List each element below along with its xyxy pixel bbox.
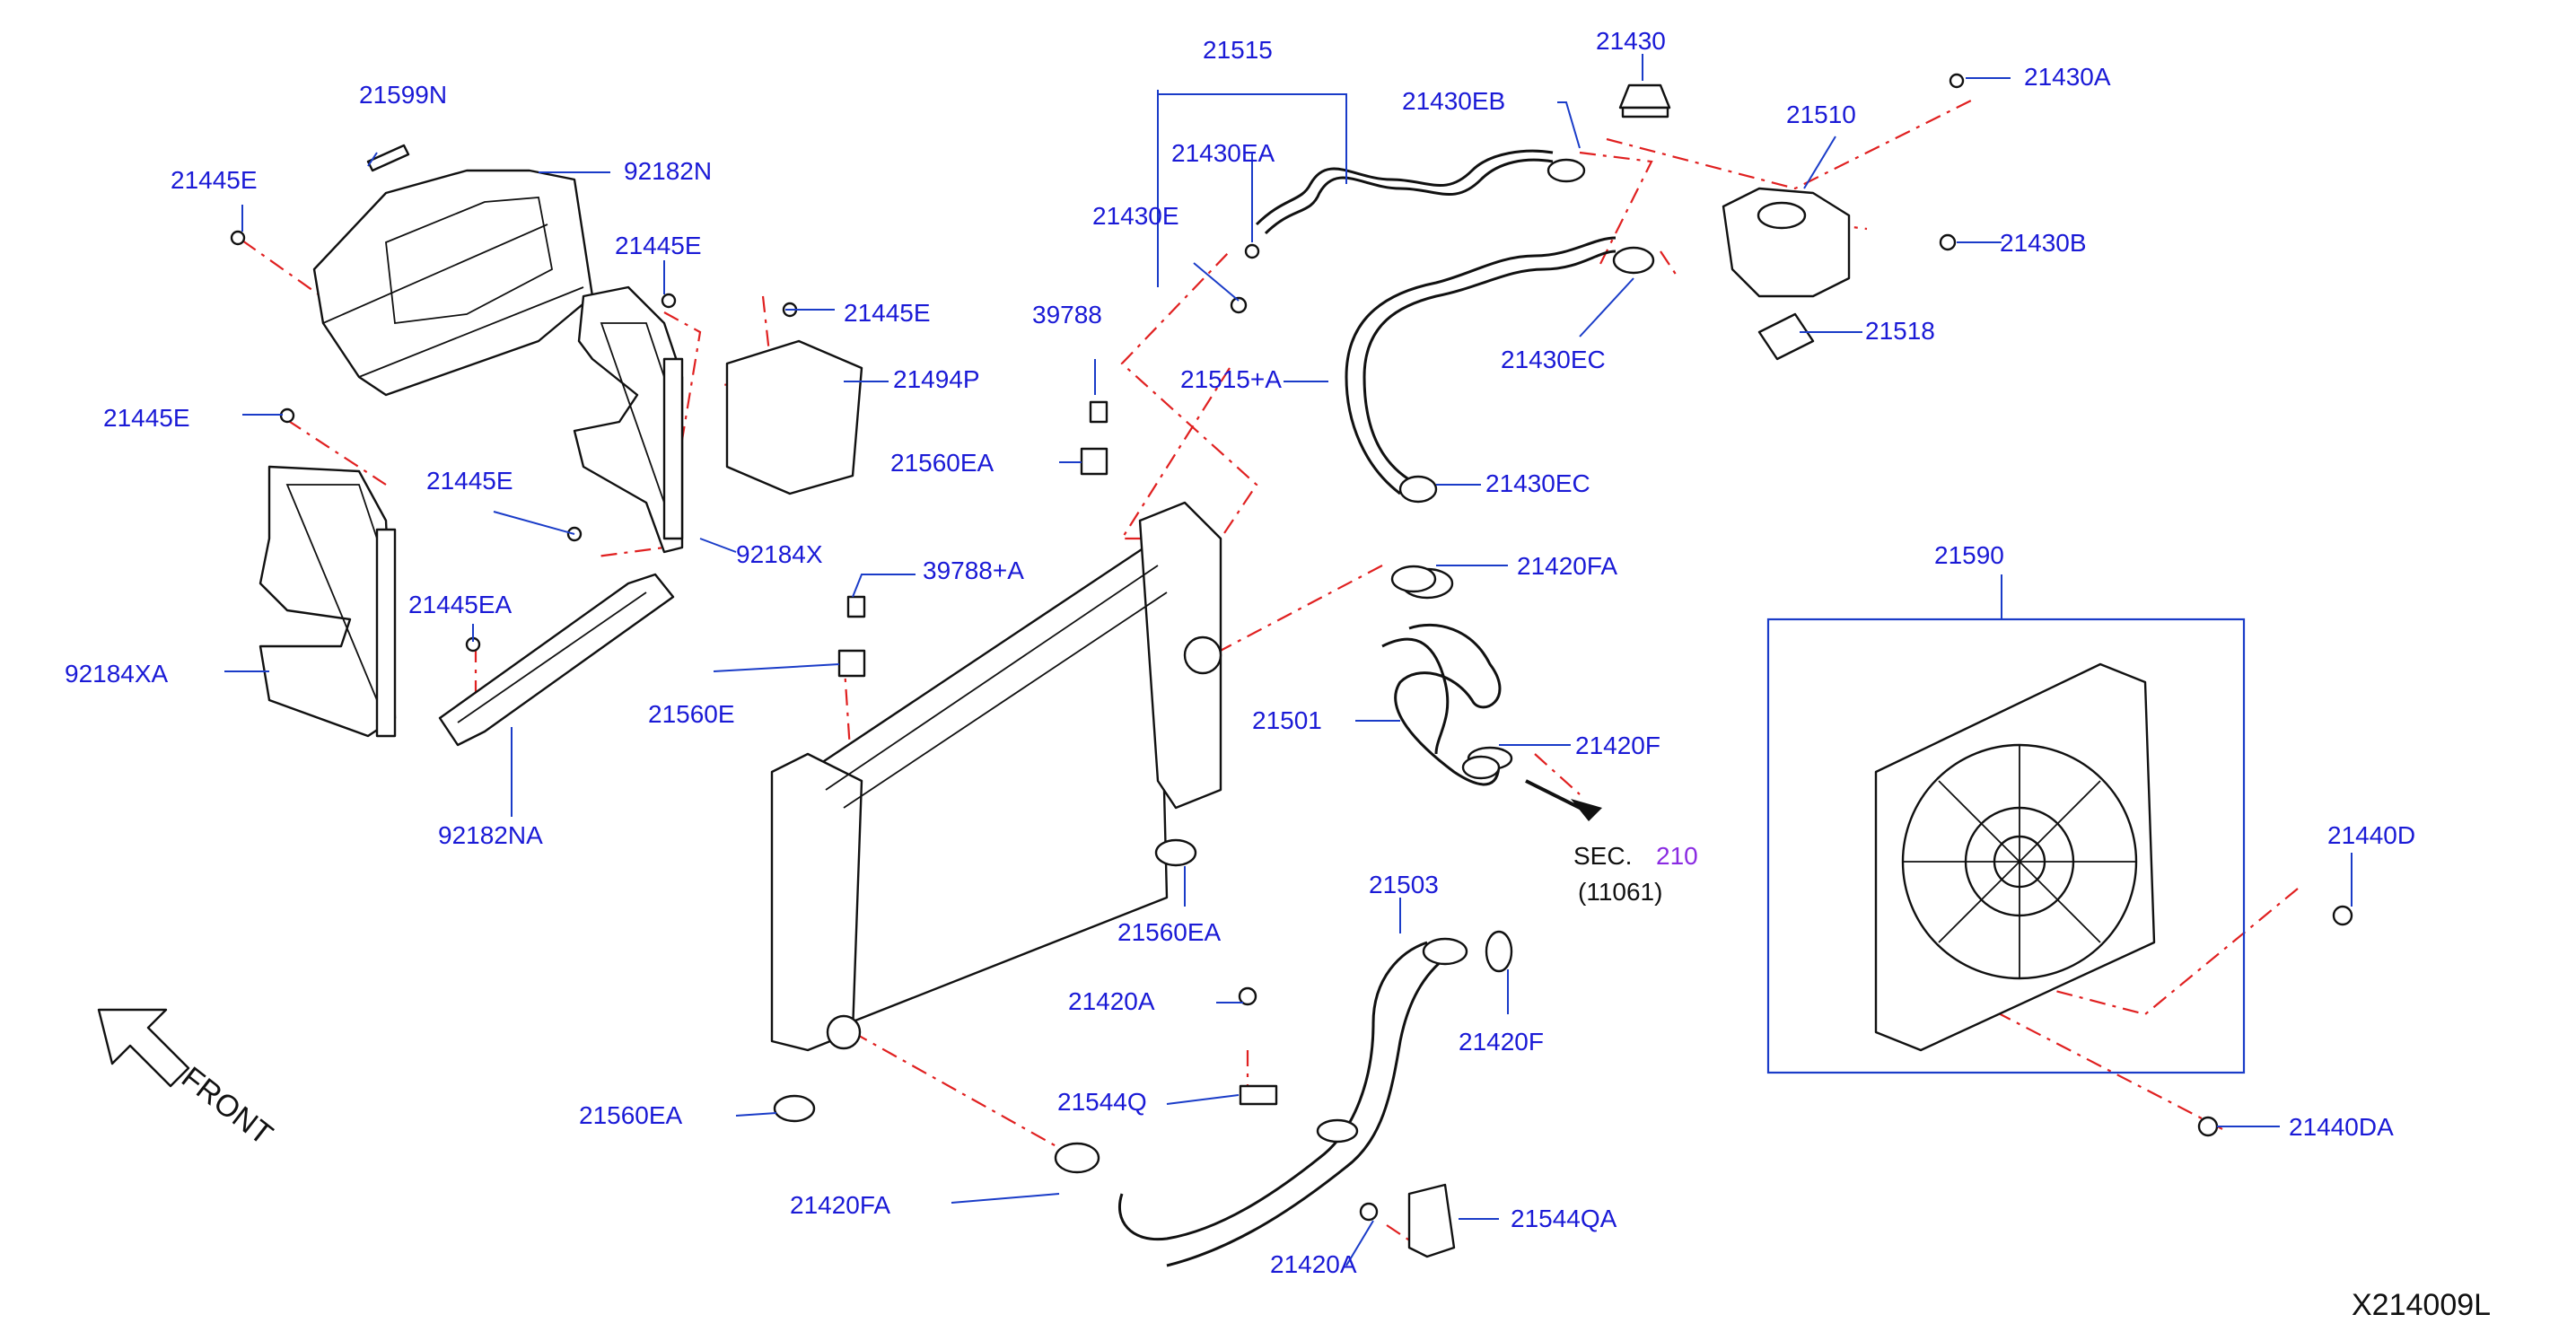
label-21440da: 21440DA (2289, 1113, 2394, 1141)
label-21430ec-a: 21430EC (1501, 346, 1606, 373)
label-21430: 21430 (1596, 27, 1666, 55)
label-21544q: 21544Q (1057, 1088, 1147, 1116)
label-21420fa-b: 21420FA (790, 1191, 890, 1219)
label-21445e-a: 21445E (171, 166, 258, 194)
label-21560ea-b: 21560EA (1117, 918, 1222, 946)
label-21445e-e: 21445E (426, 467, 513, 495)
reservoir-cap-21430 (1618, 83, 1671, 118)
reservoir-hose-21515 (1255, 149, 1586, 235)
label-21440d: 21440D (2327, 821, 2415, 849)
label-21590: 21590 (1934, 541, 2004, 569)
label-21445e-c: 21445E (844, 299, 931, 327)
label-21494p: 21494P (893, 365, 980, 393)
label-39788a: 39788+A (923, 556, 1024, 584)
label-21503: 21503 (1369, 871, 1439, 898)
label-sec-num: 210 (1656, 842, 1698, 870)
label-21445e-b: 21445E (615, 232, 702, 259)
air-guide-side-92184x (573, 285, 684, 554)
label-21515a: 21515+A (1180, 365, 1282, 393)
label-front: FRONT (175, 1060, 279, 1152)
label-92182n: 92182N (624, 157, 712, 185)
front-arrow-icon (97, 1008, 190, 1088)
lower-bracket-92182na (438, 573, 675, 747)
label-21518: 21518 (1865, 317, 1935, 345)
label-21420f-a: 21420F (1575, 732, 1660, 759)
fasteners (230, 73, 2353, 1258)
label-21420a-a: 21420A (1068, 987, 1155, 1015)
label-21445e-d: 21445E (103, 404, 190, 432)
label-39788: 39788 (1032, 301, 1102, 329)
label-21445ea: 21445EA (408, 591, 513, 618)
label-sec-sub: (11061) (1578, 878, 1662, 906)
label-92184x: 92184X (736, 540, 823, 568)
label-21420a-b: 21420A (1270, 1250, 1357, 1278)
seal-21494p (725, 339, 863, 495)
label-21430a: 21430A (2024, 63, 2111, 91)
label-21430ec-b: 21430EC (1485, 469, 1590, 497)
label-21560ea-c: 21560EA (579, 1101, 683, 1129)
label-21430b: 21430B (2000, 229, 2087, 257)
lower-hose-21503 (1117, 937, 1468, 1267)
fan-assembly-21590 (1766, 618, 2246, 1074)
radiator-core (770, 501, 1222, 1052)
label-sec: SEC. (1573, 842, 1632, 870)
leader-lines (224, 54, 2353, 1266)
upper-hose-21501 (1381, 567, 1513, 786)
label-21420f-b: 21420F (1459, 1028, 1544, 1056)
air-guide-side-92184xa (258, 465, 397, 738)
reservoir-hose-21515a (1345, 236, 1655, 504)
label-92184xa: 92184XA (65, 660, 169, 688)
label-21430e: 21430E (1092, 202, 1179, 230)
label-21510: 21510 (1786, 101, 1856, 128)
label-21515: 21515 (1203, 36, 1273, 64)
label-21420fa-a: 21420FA (1517, 552, 1617, 580)
label-21430eb: 21430EB (1402, 87, 1505, 115)
sec-arrow-icon (1525, 779, 1602, 821)
air-guide-upper-92182n (312, 144, 594, 397)
label-21599n: 21599N (359, 81, 447, 109)
label-21430ea: 21430EA (1171, 139, 1275, 167)
label-21544qa: 21544QA (1511, 1205, 1617, 1232)
reservoir-tank-21510 (1722, 187, 1851, 361)
diagram-code: X214009L (2352, 1288, 2491, 1322)
label-21560ea-a: 21560EA (890, 449, 994, 477)
label-21501: 21501 (1252, 706, 1322, 734)
label-21560e: 21560E (648, 700, 735, 728)
label-92182na: 92182NA (438, 821, 543, 849)
